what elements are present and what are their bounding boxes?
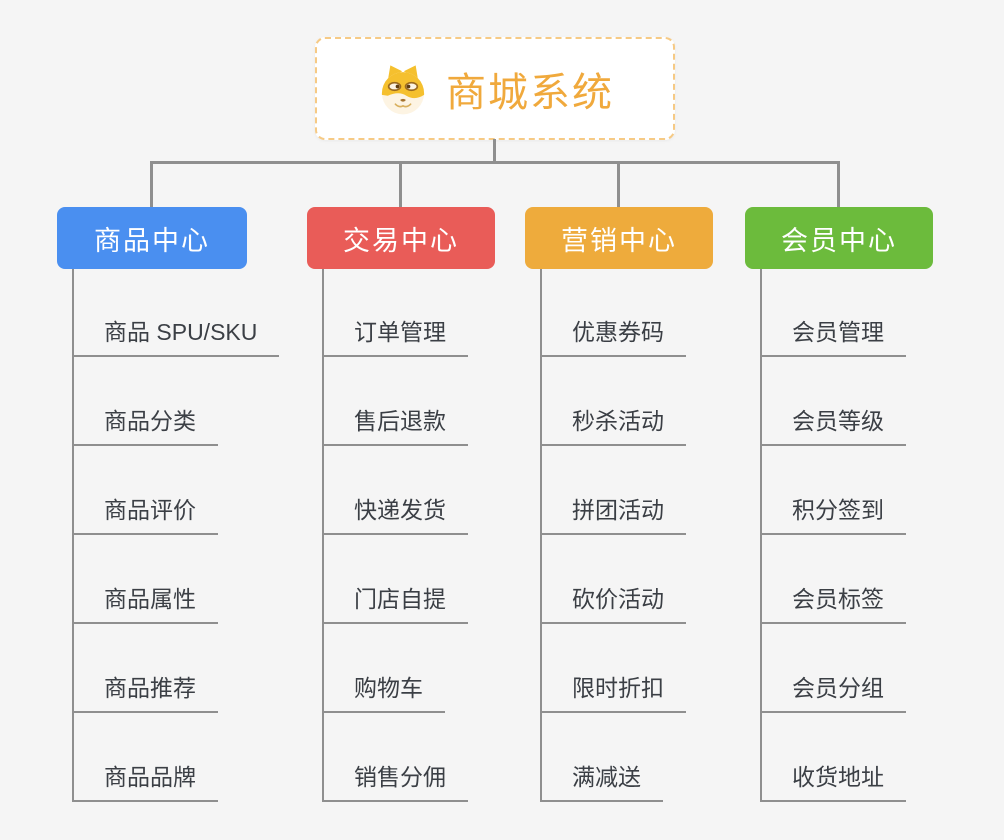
leaf-node[interactable]: 会员标签 xyxy=(760,578,906,624)
leaf-node[interactable]: 积分签到 xyxy=(760,489,906,535)
connector-horizontal-bus xyxy=(150,161,839,164)
leaf-node[interactable]: 秒杀活动 xyxy=(540,400,686,446)
leaf-node[interactable]: 会员管理 xyxy=(760,311,906,357)
leaf-node[interactable]: 快递发货 xyxy=(322,489,468,535)
leaf-node[interactable]: 商品品牌 xyxy=(72,756,218,802)
leaf-node[interactable]: 砍价活动 xyxy=(540,578,686,624)
leaf-node[interactable]: 拼团活动 xyxy=(540,489,686,535)
leaf-node[interactable]: 会员分组 xyxy=(760,667,906,713)
leaf-node[interactable]: 满减送 xyxy=(540,756,663,802)
connector-drop-product xyxy=(150,161,153,207)
branch-header-trade-center[interactable]: 交易中心 xyxy=(307,207,495,269)
leaf-node[interactable]: 订单管理 xyxy=(322,311,468,357)
root-topic[interactable]: 商城系统 xyxy=(315,37,675,140)
connector-drop-trade xyxy=(399,161,402,207)
leaf-node[interactable]: 商品分类 xyxy=(72,400,218,446)
leaf-node[interactable]: 商品属性 xyxy=(72,578,218,624)
doge-icon xyxy=(376,62,430,116)
branch-header-marketing-center[interactable]: 营销中心 xyxy=(525,207,713,269)
leaf-node[interactable]: 门店自提 xyxy=(322,578,468,624)
branch-header-product-center[interactable]: 商品中心 xyxy=(57,207,247,269)
branch-trade-center: 交易中心 订单管理 售后退款 快递发货 门店自提 购物车 销售分佣 xyxy=(307,207,537,802)
leaf-node[interactable]: 售后退款 xyxy=(322,400,468,446)
leaf-node[interactable]: 销售分佣 xyxy=(322,756,468,802)
connector-root-stub xyxy=(493,139,496,163)
leaf-node[interactable]: 限时折扣 xyxy=(540,667,686,713)
leaf-node[interactable]: 收货地址 xyxy=(760,756,906,802)
leaf-node[interactable]: 购物车 xyxy=(322,667,445,713)
leaf-node[interactable]: 商品推荐 xyxy=(72,667,218,713)
branch-member-center: 会员中心 会员管理 会员等级 积分签到 会员标签 会员分组 收货地址 xyxy=(745,207,975,802)
leaf-node[interactable]: 优惠券码 xyxy=(540,311,686,357)
leaf-node[interactable]: 商品 SPU/SKU xyxy=(72,311,280,357)
root-topic-label: 商城系统 xyxy=(446,70,614,115)
branch-header-member-center[interactable]: 会员中心 xyxy=(745,207,933,269)
connector-drop-member xyxy=(837,161,840,207)
branch-product-center: 商品中心 商品 SPU/SKU 商品分类 商品评价 商品属性 商品推荐 商品品牌 xyxy=(57,207,287,802)
leaf-node[interactable]: 商品评价 xyxy=(72,489,218,535)
leaf-node[interactable]: 会员等级 xyxy=(760,400,906,446)
connector-drop-marketing xyxy=(617,161,620,207)
branch-marketing-center: 营销中心 优惠券码 秒杀活动 拼团活动 砍价活动 限时折扣 满减送 xyxy=(525,207,755,802)
